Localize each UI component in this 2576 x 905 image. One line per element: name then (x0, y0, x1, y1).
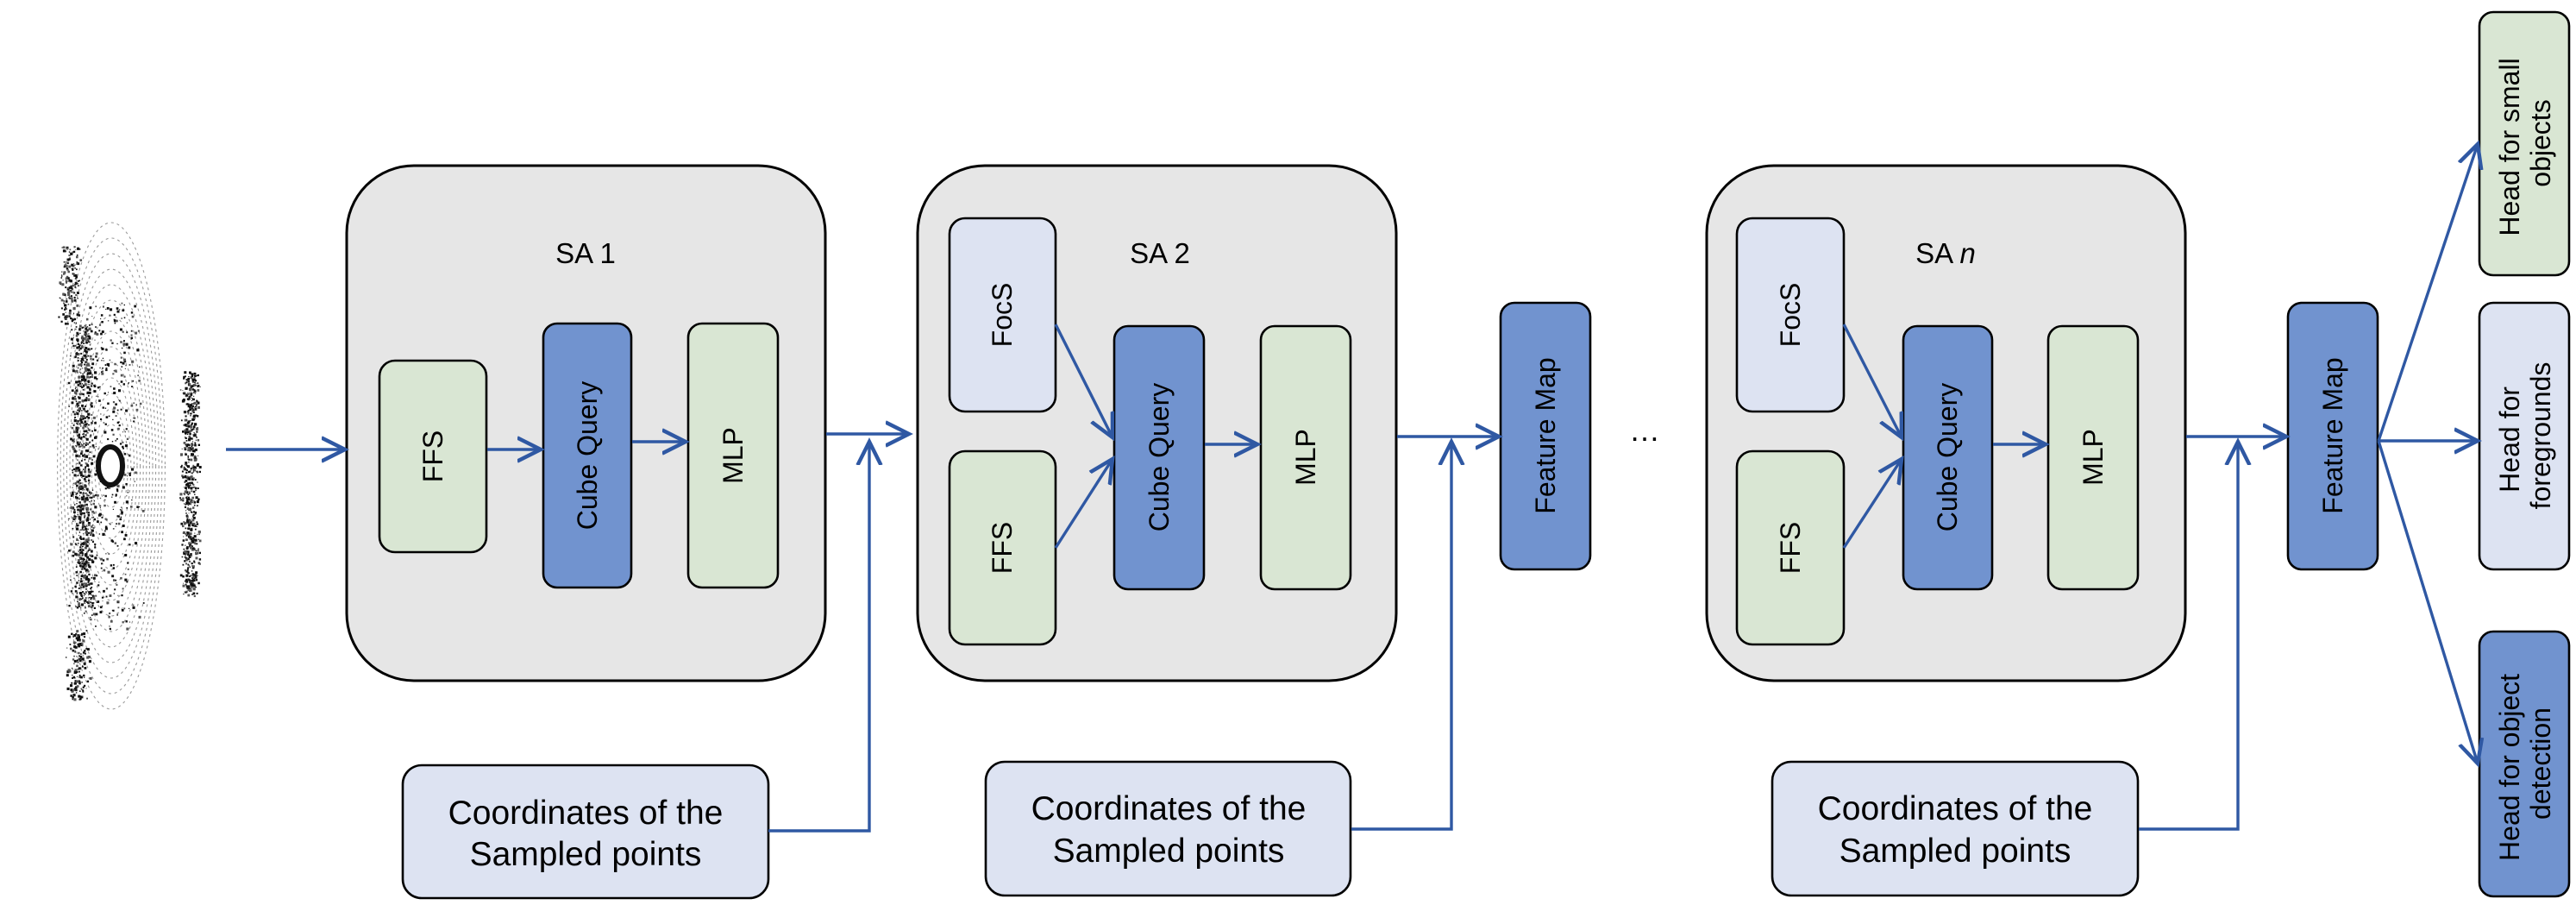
svg-text:FFS: FFS (1775, 522, 1806, 574)
svg-text:Coordinates of the: Coordinates of the (448, 795, 724, 832)
feature-map-block-2: Feature Map (2286, 301, 2379, 571)
svg-text:FFS: FFS (417, 431, 448, 482)
svg-text:FocS: FocS (1775, 283, 1806, 348)
mlp-block: MLP (1259, 324, 1352, 591)
svg-text:Sampled points: Sampled points (1840, 833, 2071, 870)
arrow-coords1-up (768, 442, 869, 833)
focs-block: FocS (1735, 217, 1846, 413)
svg-text:MLP: MLP (1290, 429, 1321, 486)
coordinates-box-3: Coordinates of the Sampled points (1771, 760, 2140, 897)
svg-text:MLP: MLP (2078, 429, 2109, 486)
svg-text:MLP: MLP (718, 427, 749, 484)
cube-query-block: Cube Query (1902, 324, 1994, 591)
sa-title: SA 2 (1130, 237, 1190, 269)
svg-text:Head for object detectio: Head for object detection (2494, 666, 2556, 861)
ffs-block: FFS (378, 359, 488, 554)
svg-text:Head for foregrounds: Head for foregrounds (2494, 362, 2556, 510)
point-cloud-icon (57, 222, 202, 710)
sa-block-n: SA n FocS FFS Cube Query MLP (1705, 164, 2187, 682)
svg-text:Sampled points: Sampled points (1053, 833, 1285, 870)
ffs-block: FFS (948, 449, 1057, 646)
coordinates-box-2: Coordinates of the Sampled points (984, 760, 1352, 897)
arrow-coords2-up (1351, 442, 1451, 831)
sa-block-1: SA 1 FFS Cube Query MLP (345, 164, 827, 682)
arrow-focs-to-cubequery (1842, 324, 1902, 437)
svg-text:FocS: FocS (987, 283, 1018, 348)
feature-map-block-1: Feature Map (1499, 301, 1592, 571)
head-object-detection: Head for object detection (2478, 630, 2571, 898)
focs-block: FocS (948, 217, 1057, 413)
coordinates-box-1: Coordinates of the Sampled points (401, 764, 770, 900)
cube-query-block: Cube Query (1113, 324, 1206, 591)
cube-query-block: Cube Query (542, 322, 633, 589)
svg-text:Cube Query: Cube Query (1144, 383, 1175, 532)
svg-text:Feature Map: Feature Map (2317, 357, 2348, 513)
svg-text:Cube Query: Cube Query (572, 381, 603, 531)
connector-arrows (226, 144, 2478, 833)
ffs-block: FFS (1735, 449, 1846, 646)
sa-title: SA 1 (555, 237, 616, 269)
arrow-focs-to-cubequery (1054, 324, 1113, 437)
arrow-ffs-to-cubequery (1054, 459, 1113, 549)
svg-text:Cube Query: Cube Query (1932, 383, 1963, 532)
ellipsis: … (1629, 412, 1660, 448)
svg-text:FFS: FFS (987, 522, 1018, 574)
svg-text:Feature Map: Feature Map (1530, 357, 1561, 513)
head-small-objects: Head for small objects (2478, 10, 2571, 277)
mlp-block: MLP (686, 322, 780, 589)
svg-text:Coordinates of the: Coordinates of the (1031, 790, 1307, 827)
sa-title: SA n (1915, 237, 1976, 269)
svg-text:Coordinates of the: Coordinates of the (1818, 790, 2093, 827)
svg-text:Head for small objects: Head for small objects (2494, 50, 2556, 236)
arrow-to-head-detection (2377, 440, 2478, 764)
head-foregrounds: Head for foregrounds (2478, 301, 2571, 571)
svg-text:Sampled points: Sampled points (470, 836, 702, 873)
arrow-to-head-small (2377, 144, 2478, 442)
arrow-ffs-to-cubequery (1842, 459, 1902, 549)
sa-block-2: SA 2 FocS FFS Cube Query MLP (916, 164, 1398, 682)
mlp-block: MLP (2046, 324, 2140, 591)
arrow-coords3-up (2139, 442, 2238, 831)
